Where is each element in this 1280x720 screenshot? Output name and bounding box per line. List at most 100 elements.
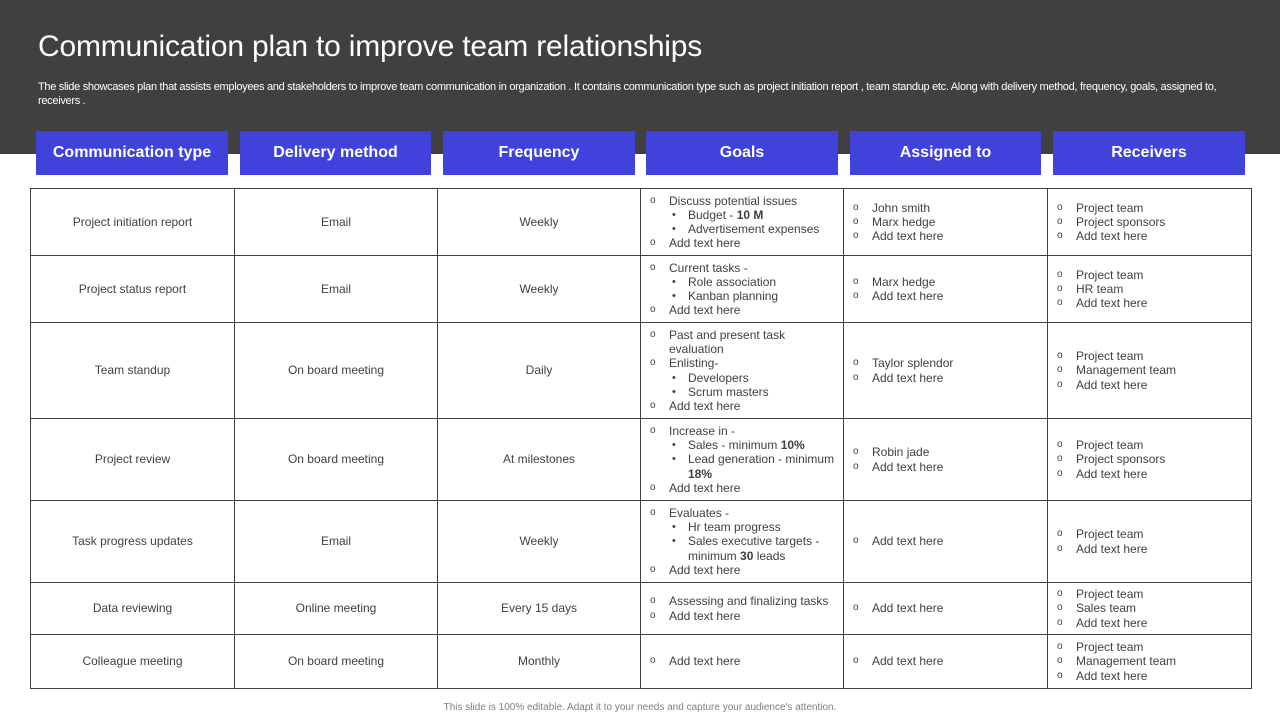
goal-highlight: 10%: [780, 438, 805, 453]
goals-cell: Past and present task evaluationEnlistin…: [640, 322, 844, 419]
column-header-communication-type: Communication type: [36, 131, 228, 175]
communication-plan-table: Project initiation reportEmailWeeklyDisc…: [30, 188, 1252, 689]
goals-cell: Add text here: [640, 634, 844, 689]
goal-highlight: 18%: [688, 466, 713, 481]
assigned-to-cell: Add text here: [843, 582, 1048, 635]
assignee-item: Robin jade: [853, 445, 1041, 459]
receiver-item: Project sponsors: [1057, 215, 1245, 229]
goal-item: Add text here: [650, 399, 837, 413]
assigned-to-cell: Add text here: [843, 634, 1048, 689]
goal-text: Evaluates -: [669, 505, 730, 520]
goal-item: Add text here: [650, 563, 837, 577]
goal-sublist: Hr team progressSales executive targets …: [669, 520, 837, 563]
column-header-goals: Goals: [646, 131, 838, 175]
goal-sublist: Budget - 10 MAdvertisement expenses: [669, 208, 837, 237]
receivers-cell: Project teamAdd text here: [1047, 500, 1252, 583]
receiver-item: Add text here: [1057, 378, 1245, 392]
assignee-item: Add text here: [853, 654, 1041, 668]
delivery-method-cell: On board meeting: [234, 322, 438, 419]
receiver-item: Add text here: [1057, 296, 1245, 310]
assignee-item-list: Add text here: [853, 534, 1041, 548]
receiver-item: Sales team: [1057, 601, 1245, 615]
goal-text: Add text here: [669, 398, 741, 413]
goal-subitem: Sales - minimum 10%: [669, 438, 837, 452]
goal-item: Discuss potential issuesBudget - 10 MAdv…: [650, 194, 837, 237]
receiver-item: Add text here: [1057, 542, 1245, 556]
delivery-method-cell: Email: [234, 500, 438, 583]
table-row: Project initiation reportEmailWeeklyDisc…: [30, 188, 1252, 256]
communication-type-cell: Colleague meeting: [30, 634, 235, 689]
receivers-cell: Project teamSales teamAdd text here: [1047, 582, 1252, 635]
receiver-item-list: Project teamProject sponsorsAdd text her…: [1057, 201, 1245, 244]
footer-note: This slide is 100% editable. Adapt it to…: [443, 702, 837, 713]
goals-list: Add text here: [650, 654, 837, 668]
goals-list: Increase in -Sales - minimum 10%Lead gen…: [650, 424, 837, 495]
assignee-item-list: Marx hedgeAdd text here: [853, 275, 1041, 304]
goal-item: Past and present task evaluation: [650, 328, 837, 356]
goal-subitem: Developers: [669, 371, 837, 385]
receivers-cell: Project teamManagement teamAdd text here: [1047, 322, 1252, 419]
assignee-item-list: Taylor splendorAdd text here: [853, 356, 1041, 385]
goal-item: Add text here: [650, 654, 837, 668]
goal-subitem: Kanban planning: [669, 289, 837, 303]
goal-text: Developers: [688, 370, 749, 385]
column-header-frequency: Frequency: [443, 131, 635, 175]
receiver-item: Project team: [1057, 587, 1245, 601]
goal-subitem: Role association: [669, 275, 837, 289]
frequency-cell: Weekly: [437, 255, 641, 323]
delivery-method-cell: On board meeting: [234, 634, 438, 689]
goal-highlight: 10 M: [736, 207, 764, 222]
communication-type-cell: Project review: [30, 418, 235, 501]
assignee-item: Add text here: [853, 460, 1041, 474]
goal-text: Add text here: [669, 236, 741, 251]
goals-cell: Evaluates -Hr team progressSales executi…: [640, 500, 844, 583]
delivery-method-cell: Online meeting: [234, 582, 438, 635]
goals-cell: Assessing and finalizing tasksAdd text h…: [640, 582, 844, 635]
goal-text: Sales executive targets - minimum: [688, 534, 820, 563]
goal-item: Add text here: [650, 303, 837, 317]
goal-sublist: Sales - minimum 10%Lead generation - min…: [669, 438, 837, 481]
goal-text: Budget -: [688, 207, 737, 222]
goal-item: Current tasks -Role associationKanban pl…: [650, 261, 837, 304]
assignee-item: Marx hedge: [853, 275, 1041, 289]
goal-text: Scrum masters: [688, 384, 769, 399]
frequency-cell: Weekly: [437, 188, 641, 256]
goal-text: Hr team progress: [688, 520, 781, 535]
goal-highlight: 30: [740, 548, 754, 563]
receivers-cell: Project teamManagement teamAdd text here: [1047, 634, 1252, 689]
goals-list: Past and present task evaluationEnlistin…: [650, 328, 837, 413]
communication-type-cell: Project status report: [30, 255, 235, 323]
receiver-item: Management team: [1057, 363, 1245, 377]
goal-text: Assessing and finalizing tasks: [669, 594, 829, 609]
assigned-to-cell: Robin jadeAdd text here: [843, 418, 1048, 501]
goal-text-suffix: leads: [753, 548, 786, 563]
goal-text: Past and present task evaluation: [669, 327, 786, 357]
communication-type-cell: Data reviewing: [30, 582, 235, 635]
goal-text: Add text here: [669, 562, 741, 577]
column-header-receivers: Receivers: [1053, 131, 1245, 175]
assigned-to-cell: John smithMarx hedgeAdd text here: [843, 188, 1048, 256]
receiver-item-list: Project teamAdd text here: [1057, 527, 1245, 556]
receiver-item-list: Project teamProject sponsorsAdd text her…: [1057, 438, 1245, 481]
goals-list: Current tasks -Role associationKanban pl…: [650, 261, 837, 318]
assignee-item: Add text here: [853, 601, 1041, 615]
receiver-item: Project sponsors: [1057, 452, 1245, 466]
assignee-item: Taylor splendor: [853, 356, 1041, 370]
goal-sublist: DevelopersScrum masters: [669, 371, 837, 400]
goal-text: Discuss potential issues: [669, 193, 798, 208]
receiver-item-list: Project teamManagement teamAdd text here: [1057, 640, 1245, 683]
goal-text: Kanban planning: [688, 289, 779, 303]
receivers-cell: Project teamHR teamAdd text here: [1047, 255, 1252, 323]
goal-text: Sales - minimum: [688, 438, 781, 453]
receiver-item-list: Project teamManagement teamAdd text here: [1057, 349, 1245, 392]
column-header-assigned-to: Assigned to: [850, 131, 1041, 175]
communication-type-cell: Team standup: [30, 322, 235, 419]
assigned-to-cell: Marx hedgeAdd text here: [843, 255, 1048, 323]
goal-text: Increase in -: [669, 423, 736, 438]
assignee-item: Marx hedge: [853, 215, 1041, 229]
goal-sublist: Role associationKanban planning: [669, 275, 837, 304]
frequency-cell: Weekly: [437, 500, 641, 583]
goal-subitem: Budget - 10 M: [669, 208, 837, 222]
assigned-to-cell: Add text here: [843, 500, 1048, 583]
